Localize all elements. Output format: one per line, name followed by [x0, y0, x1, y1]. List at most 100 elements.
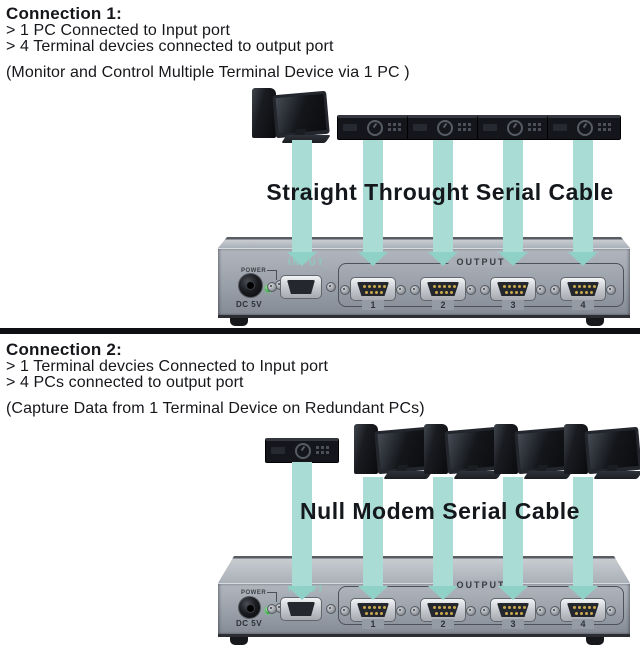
serial-cable	[573, 477, 593, 588]
screw-icon	[326, 604, 336, 614]
output-port-4	[550, 598, 616, 622]
port-number: 4	[572, 619, 594, 629]
terminal-dial-icon	[295, 443, 311, 459]
pc-illustration	[494, 421, 574, 479]
db9-pins	[573, 285, 576, 288]
splitter-top-face	[218, 237, 630, 248]
cable-type-label: Straight Throught Serial Cable	[266, 179, 614, 205]
pc-tower	[252, 88, 276, 138]
connection-2-bullet-1: > 1 Terminal devcies Connected to Input …	[6, 358, 329, 375]
serial-cable	[292, 140, 312, 254]
terminal-device-illustration	[547, 115, 621, 140]
screw-icon	[466, 606, 476, 616]
output-db9-port	[560, 598, 606, 622]
output-port-4	[550, 277, 616, 301]
output-port-2	[410, 277, 476, 301]
screw-icon	[267, 282, 277, 292]
cable-arrow-icon	[568, 252, 598, 266]
screw-icon	[410, 285, 420, 295]
serial-cable	[503, 477, 523, 588]
port-number: 1	[362, 619, 384, 629]
output-port-1	[340, 277, 406, 301]
terminal-device-illustration	[407, 115, 481, 140]
terminal-dial-icon	[577, 120, 593, 136]
db9-pins	[363, 606, 366, 609]
cable-arrow-icon	[428, 252, 458, 266]
connection-1-bullet-1: > 1 PC Connected to Input port	[6, 22, 231, 39]
screw-icon	[267, 604, 277, 614]
terminal-buttons	[388, 123, 391, 126]
screw-icon	[606, 606, 616, 616]
screw-icon	[550, 606, 560, 616]
db9-pins	[503, 606, 506, 609]
cable-arrow-icon	[358, 252, 388, 266]
terminal-dial-icon	[367, 120, 383, 136]
serial-cable	[363, 477, 383, 588]
serial-cable	[433, 140, 453, 254]
splitter-foot	[230, 637, 248, 645]
screw-icon	[326, 282, 336, 292]
cable-arrow-icon	[568, 586, 598, 600]
terminal-device-illustration	[337, 115, 411, 140]
output-db9-port	[420, 598, 466, 622]
serial-cable	[503, 140, 523, 254]
power-indicator-line	[267, 592, 277, 602]
screw-icon	[410, 606, 420, 616]
screw-icon	[396, 285, 406, 295]
screw-icon	[396, 606, 406, 616]
screw-icon	[536, 606, 546, 616]
cable-arrow-icon	[498, 252, 528, 266]
splitter-foot	[586, 318, 604, 326]
cable-type-label: Null Modem Serial Cable	[300, 498, 580, 524]
dc-power-jack	[238, 273, 263, 298]
terminal-dial-icon	[437, 120, 453, 136]
input-db9-port	[280, 597, 322, 621]
cable-arrow-icon	[428, 586, 458, 600]
output-label: OUTPUT	[448, 257, 514, 267]
port-number: 1	[362, 300, 384, 310]
power-label: POWER	[241, 590, 267, 596]
serial-splitter-rear-panel: POWER DC 5V INPUT OUTPUT	[218, 237, 630, 326]
port-number: 2	[432, 619, 454, 629]
port-number: 3	[502, 619, 524, 629]
connection-2-text-block: Connection 2: > 1 Terminal devcies Conne…	[6, 340, 425, 418]
serial-cable	[292, 462, 312, 588]
output-db9-port	[560, 277, 606, 301]
serial-cable	[573, 140, 593, 254]
terminal-dial-icon	[507, 120, 523, 136]
port-number: 4	[572, 300, 594, 310]
terminal-device-illustration	[265, 438, 339, 463]
terminal-device-illustration	[477, 115, 551, 140]
output-db9-port	[350, 277, 396, 301]
splitter-bottom-edge	[218, 315, 630, 318]
screw-icon	[606, 285, 616, 295]
port-number: 3	[502, 300, 524, 310]
db9-pins	[573, 606, 576, 609]
serial-cable	[363, 140, 383, 254]
db9-pins	[503, 285, 506, 288]
screw-icon	[340, 285, 350, 295]
splitter-foot	[586, 637, 604, 645]
screw-icon	[466, 285, 476, 295]
output-db9-port	[420, 277, 466, 301]
cable-arrow-icon	[287, 252, 317, 266]
dc-5v-label: DC 5V	[236, 300, 263, 309]
cable-arrow-icon	[358, 586, 388, 600]
output-db9-port	[350, 598, 396, 622]
output-port-2	[410, 598, 476, 622]
output-label: OUTPUT	[448, 580, 514, 590]
db9-pins	[433, 285, 436, 288]
pc-illustration	[354, 421, 434, 479]
screw-icon	[550, 285, 560, 295]
connection-1-title: Connection 1:	[6, 4, 122, 23]
terminal-display	[343, 124, 357, 131]
output-ports-panel: OUTPUT	[338, 580, 624, 625]
pc-illustration	[564, 421, 640, 479]
screw-icon	[340, 606, 350, 616]
section-divider	[0, 328, 640, 334]
connection-1-note: (Monitor and Control Multiple Terminal D…	[6, 64, 410, 81]
port-number: 2	[432, 300, 454, 310]
screw-icon	[536, 285, 546, 295]
db9-pins	[363, 285, 366, 288]
connection-1-text-block: Connection 1: > 1 PC Connected to Input …	[6, 4, 410, 82]
